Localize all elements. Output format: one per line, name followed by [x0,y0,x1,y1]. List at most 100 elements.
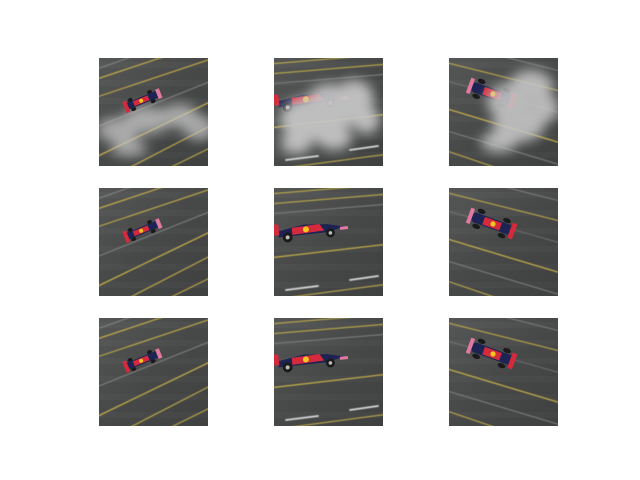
lane-line [99,319,208,357]
tire-smoke [99,104,208,156]
car-rear-wing [274,354,280,366]
car-wheel [131,237,137,242]
panel-r2-c1 [99,188,208,296]
smoke-puff [531,94,558,122]
car-wheel [127,97,133,102]
car-wheel [472,93,481,100]
asphalt-texture [274,322,383,328]
car-wheel [503,347,511,354]
panel-image [449,188,558,296]
car-wheel [127,357,133,362]
car-rear-wing [122,230,131,244]
car-front-wing [155,218,163,230]
car-front-wing [339,356,349,360]
smoke-puff [481,132,517,152]
asphalt [449,188,558,296]
asphalt [449,318,558,426]
panel-r3-c2 [274,318,383,426]
car-wheel-hub [328,231,333,235]
car-rear-wing [507,352,518,370]
smoke-puff [123,106,171,134]
smoke-puff [509,70,553,102]
race-car [122,88,163,114]
lane-dash [285,285,319,291]
panel-image [99,188,208,296]
smoke-puff [111,140,147,156]
asphalt-texture [274,210,383,216]
panel-r3-c3 [449,318,558,426]
asphalt-texture [99,210,208,216]
panel-image [274,318,383,426]
asphalt-texture [99,340,208,346]
car-wheel [477,78,486,84]
smoke-puff [352,106,380,134]
car-wheel-hub [285,235,290,240]
car-wheel [497,362,506,369]
lane-line [507,188,558,201]
asphalt-texture [449,376,558,382]
car-livery-sun [302,226,309,233]
car-livery-sun [139,228,144,233]
asphalt [99,318,208,426]
car-rear-wing [122,360,131,374]
road-markings [274,318,383,426]
lane-line [274,374,383,389]
smoke-puff [183,116,208,140]
panel-image [449,58,558,166]
car-wheel [477,208,486,214]
lane-line [172,148,208,166]
asphalt-texture [449,210,558,216]
car-wheel [150,99,156,104]
asphalt [99,188,208,296]
road-markings [274,188,383,296]
asphalt-texture [99,246,208,252]
lane-dash [349,145,379,151]
lane-line [507,318,558,331]
lane-line [274,63,383,75]
asphalt [274,188,383,296]
lane-line [449,391,558,425]
lane-line [507,58,558,71]
lane-line [99,58,162,79]
race-car [465,207,518,240]
lane-line [274,323,383,335]
lane-line [295,414,383,426]
lane-line [274,188,348,195]
car-front-wing [465,207,476,224]
car-rear-wing [122,100,131,114]
lane-line [99,318,162,339]
asphalt-texture [274,264,383,270]
lane-line [99,188,162,209]
lane-line [99,341,208,387]
asphalt [274,318,383,426]
smoke-puff [316,126,352,150]
asphalt-texture [274,394,383,400]
lane-line [274,244,383,259]
lane-line [295,154,383,166]
car-wheel [127,227,133,232]
panel-image [274,58,383,166]
lane-line [99,318,130,329]
panel-r1-c2 [274,58,383,166]
lane-line [449,151,493,166]
car-wheel [131,107,137,112]
lane-dash [285,415,319,421]
car-wheel [497,232,506,239]
asphalt-texture [99,394,208,400]
panel-image [274,188,383,296]
lane-line [131,386,208,426]
car-livery-sun [490,221,496,227]
car-front-wing [155,88,163,100]
car-front-wing [339,226,349,230]
tire-smoke [481,70,558,152]
car-wheel [503,217,511,224]
lane-line [172,408,208,426]
lane-line [99,189,208,227]
panel-image [99,318,208,426]
car-front-wing [465,337,476,354]
car-rear-wing [507,222,518,240]
car-livery-sun [139,98,144,103]
car-wheel [472,223,481,230]
car-front-wing [465,77,476,94]
